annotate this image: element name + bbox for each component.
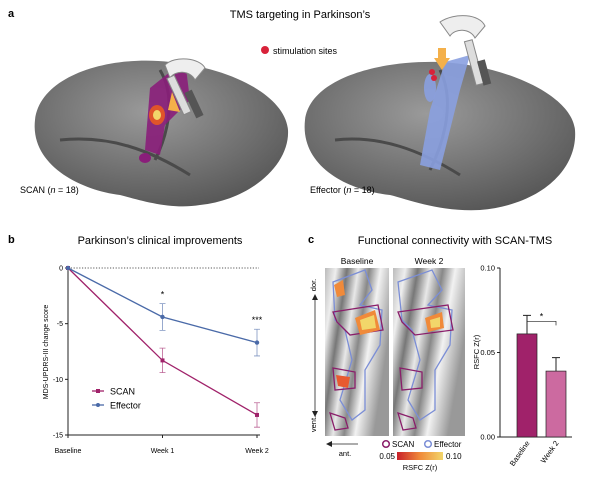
effector-outline-legend-icon [423, 439, 433, 449]
x-tick-label: Baseline [508, 439, 532, 468]
effector-outline-legend: Effector [434, 440, 462, 449]
y-tick-label: 0.10 [480, 264, 495, 273]
significance-marker: *** [252, 315, 263, 325]
panel-b-letter: b [8, 234, 15, 246]
y-tick-label: -15 [53, 433, 63, 440]
panel-b-title: Parkinson’s clinical improvements [78, 235, 243, 247]
connectivity-map-week2 [393, 268, 465, 436]
y-tick-label: 0.05 [480, 348, 495, 357]
colorbar [397, 452, 443, 460]
anterior-arrow-head [326, 441, 332, 447]
x-tick-label: Week 1 [151, 448, 175, 455]
scan-outline-legend-icon [381, 439, 391, 449]
dorsal-ventral-axis [312, 294, 318, 417]
panel-c-ylabel: RSFC Z(r) [472, 334, 481, 369]
data-point-effector [65, 265, 71, 271]
scan-outline-legend: SCAN [392, 440, 414, 449]
x-tick-label: Week 2 [245, 448, 269, 455]
stimulation-site-legend-icon [261, 46, 269, 54]
significance-marker: * [540, 311, 544, 321]
y-tick-label: -5 [57, 321, 63, 328]
map-header-week2: Week 2 [415, 256, 444, 266]
ventral-label: vent. [309, 416, 318, 432]
map-header-baseline: Baseline [341, 256, 374, 266]
brain-scan [34, 58, 289, 207]
significance-bracket [526, 320, 557, 326]
significance-marker: * [161, 290, 165, 300]
scan-cohort-label: SCAN (n = 18) [20, 185, 79, 195]
error-bar [552, 357, 560, 372]
data-point-effector [160, 314, 165, 320]
panel-c-title: Functional connectivity with SCAN-TMS [358, 235, 552, 247]
x-tick-label: Baseline [55, 448, 82, 455]
colorbar-min: 0.05 [379, 452, 395, 461]
x-tick-label: Week 2 [539, 439, 561, 465]
panel-a-letter: a [8, 8, 15, 20]
panel-b-ylabel: MDS-UPDRS-III change score [43, 305, 50, 400]
panel-c-letter: c [308, 234, 314, 246]
y-tick-label: -10 [53, 377, 63, 384]
colorbar-label: RSFC Z(r) [403, 463, 438, 472]
data-point-scan [255, 412, 259, 417]
legend-label-scan: SCAN [110, 387, 135, 397]
legend-marker [96, 403, 100, 407]
dorsal-label: dor. [309, 279, 318, 292]
y-tick-label: 0 [59, 266, 63, 273]
connectivity-map-baseline [325, 268, 389, 436]
panel-a-title: TMS targeting in Parkinson’s [230, 9, 371, 21]
colorbar-max: 0.10 [446, 452, 462, 461]
data-point-scan [160, 358, 165, 363]
effector-cohort-label: Effector (n = 18) [310, 185, 375, 195]
y-tick-label: 0.00 [480, 433, 495, 442]
data-point-effector [254, 340, 260, 345]
bar-baseline [516, 333, 538, 438]
legend-marker [96, 389, 100, 393]
bar-week-2 [545, 370, 567, 438]
legend-label-effector: Effector [110, 401, 141, 411]
stimulation-sites-legend: stimulation sites [273, 46, 338, 56]
anterior-label: ant. [339, 449, 352, 458]
brain-effector [304, 15, 576, 211]
